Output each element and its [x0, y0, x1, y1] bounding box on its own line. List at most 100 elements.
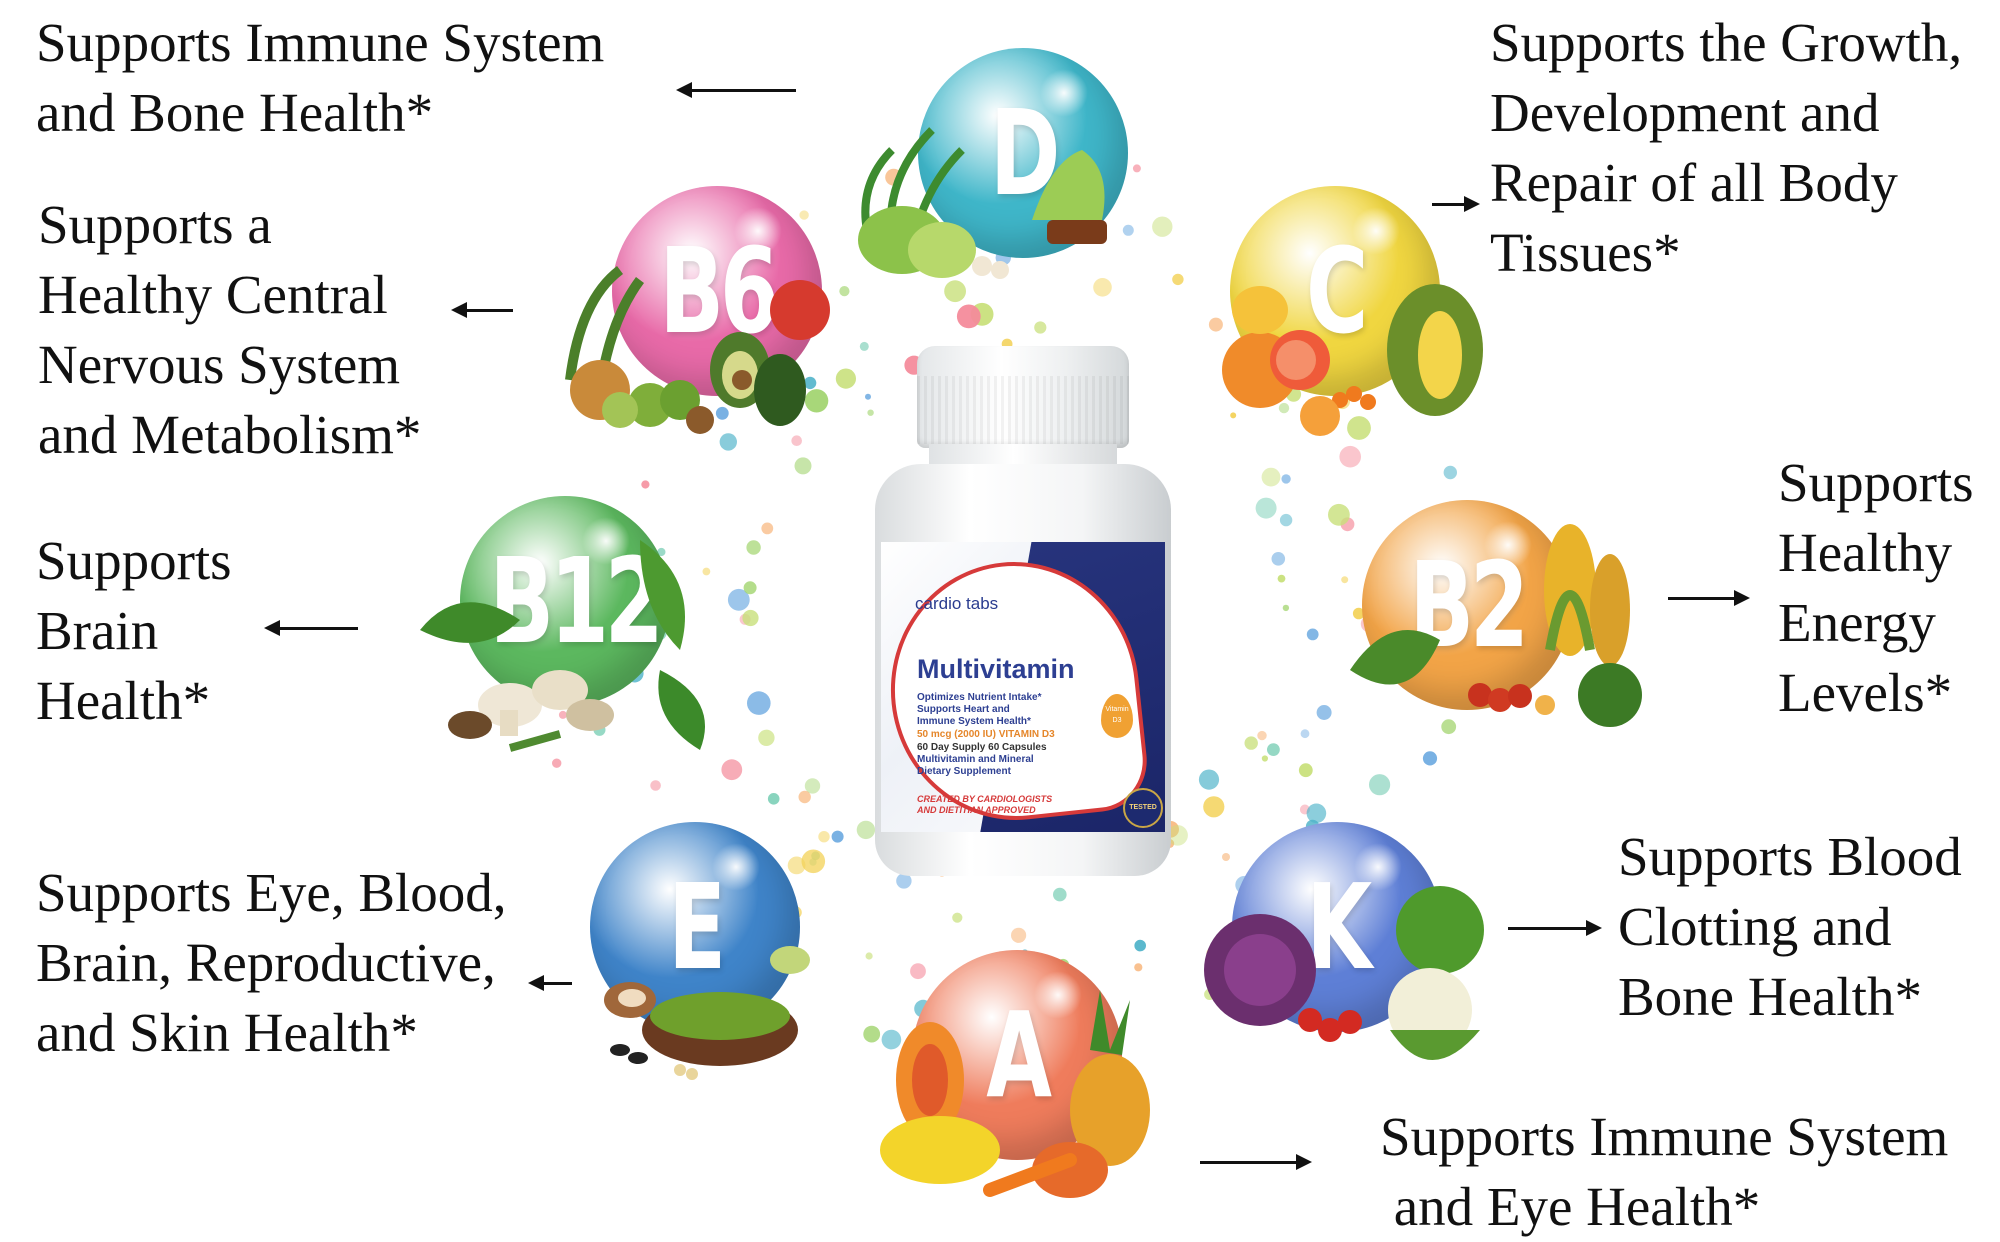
decorative-dot [1369, 774, 1391, 796]
decorative-dot [1172, 273, 1184, 286]
produce-b2-illustration [1350, 524, 1642, 727]
decorative-dot [1271, 552, 1286, 566]
arrow-b12 [264, 620, 358, 636]
decorative-dot [742, 609, 759, 627]
decorative-dot [1230, 412, 1237, 419]
decorative-dot [1306, 803, 1327, 824]
decorative-dot [715, 406, 729, 420]
decorative-dot [804, 778, 821, 794]
decorative-dot [767, 793, 780, 805]
decorative-dot [719, 433, 737, 451]
decorative-dot [747, 691, 771, 715]
decorative-dot [1011, 927, 1027, 943]
product-title: Multivitamin [917, 654, 1075, 684]
label-line-3: Immune System Health* [917, 716, 1031, 727]
decorative-dot [702, 567, 711, 576]
decorative-dot [1261, 467, 1281, 487]
decorative-dot [1267, 743, 1280, 756]
decorative-dot [1328, 503, 1350, 526]
arrow-e [528, 975, 572, 991]
label-line-6: Multivitamin and Mineral [917, 754, 1034, 765]
tested-seal-icon: TESTED [1123, 788, 1163, 828]
decorative-dot [799, 210, 809, 220]
arrow-b2 [1668, 590, 1750, 606]
multivitamin-bottle: cardio tabs Multivitamin Optimizes Nutri… [875, 346, 1171, 876]
decorative-dot [801, 849, 826, 874]
decorative-dot [1053, 887, 1067, 902]
decorative-dot [818, 831, 830, 843]
decorative-dot [1132, 164, 1141, 173]
decorative-dot [743, 581, 757, 595]
decorative-dot [1341, 576, 1349, 584]
decorative-dot [1222, 853, 1230, 861]
decorative-dot [1208, 317, 1223, 332]
decorative-dot [721, 759, 743, 781]
decorative-dot [1339, 445, 1361, 468]
decorative-dot [1306, 628, 1319, 641]
decorative-dot [761, 522, 774, 535]
arrow-a [1200, 1154, 1312, 1170]
label-line-9: AND DIETITIAN APPROVED [917, 805, 1036, 815]
decorative-dot [952, 912, 963, 923]
decorative-dot [787, 856, 806, 875]
produce-b12-illustration [420, 540, 705, 752]
decorative-dot [865, 952, 873, 960]
vitamin-k-letter: K [1306, 858, 1372, 996]
decorative-dot [1443, 465, 1458, 480]
decorative-dot [552, 758, 562, 768]
label-line-2: Supports Heart and [917, 704, 1010, 715]
bottle-cap [917, 346, 1129, 448]
decorative-dot [1244, 736, 1258, 750]
decorative-dot [1352, 607, 1365, 620]
arrow-d [676, 82, 796, 98]
decorative-dot [856, 820, 876, 840]
produce-e-illustration [604, 946, 810, 1080]
decorative-dot [791, 435, 802, 447]
decorative-dot [1278, 402, 1290, 414]
decorative-dot [867, 409, 874, 416]
arrow-k [1508, 920, 1602, 936]
decorative-dot [944, 280, 966, 303]
decorative-dot [1198, 769, 1220, 790]
decorative-dot [1255, 497, 1277, 519]
label-line-5: 60 Day Supply 60 Capsules [917, 742, 1047, 753]
label-line-8: CREATED BY CARDIOLOGISTS [917, 794, 1053, 804]
decorative-dot [1134, 939, 1146, 952]
decorative-dot [881, 1029, 902, 1050]
decorative-dot [1093, 278, 1112, 297]
label-line-4: 50 mcg (2000 IU) VITAMIN D3 [917, 729, 1055, 740]
decorative-dot [859, 341, 869, 351]
decorative-dot [798, 790, 811, 804]
decorative-dot [794, 457, 812, 475]
vitamin-d3-drop-icon: Vitamin D3 [1101, 694, 1133, 738]
label-line-1: Optimizes Nutrient Intake* [917, 692, 1042, 703]
vitamin-b12-letter: B12 [489, 532, 663, 670]
vitamin-b6-letter: B6 [659, 222, 779, 360]
decorative-dot [839, 286, 850, 297]
produce-b6-illustration [565, 266, 830, 434]
decorative-dot [1279, 513, 1293, 527]
produce-k-illustration [1204, 886, 1484, 1060]
vitamin-b12-sphere: B12 [460, 496, 670, 706]
decorative-dot [910, 963, 926, 980]
bottle-label: cardio tabs Multivitamin Optimizes Nutri… [881, 542, 1165, 832]
decorative-dot [1167, 825, 1188, 846]
decorative-dot [1122, 224, 1134, 236]
decorative-dot [831, 830, 844, 843]
decorative-dot [803, 376, 817, 390]
label-line-7: Dietary Supplement [917, 766, 1011, 777]
decorative-dot [804, 389, 829, 413]
decorative-dot [863, 1025, 881, 1043]
decorative-dot [1347, 416, 1371, 440]
decorative-dot [1277, 574, 1286, 583]
decorative-dot [1422, 751, 1438, 766]
decorative-dot [558, 710, 567, 719]
decorative-dot [1281, 474, 1291, 484]
decorative-dot [1298, 763, 1313, 778]
vitamin-c-letter: C [1305, 222, 1368, 360]
decorative-dot [1316, 705, 1332, 720]
